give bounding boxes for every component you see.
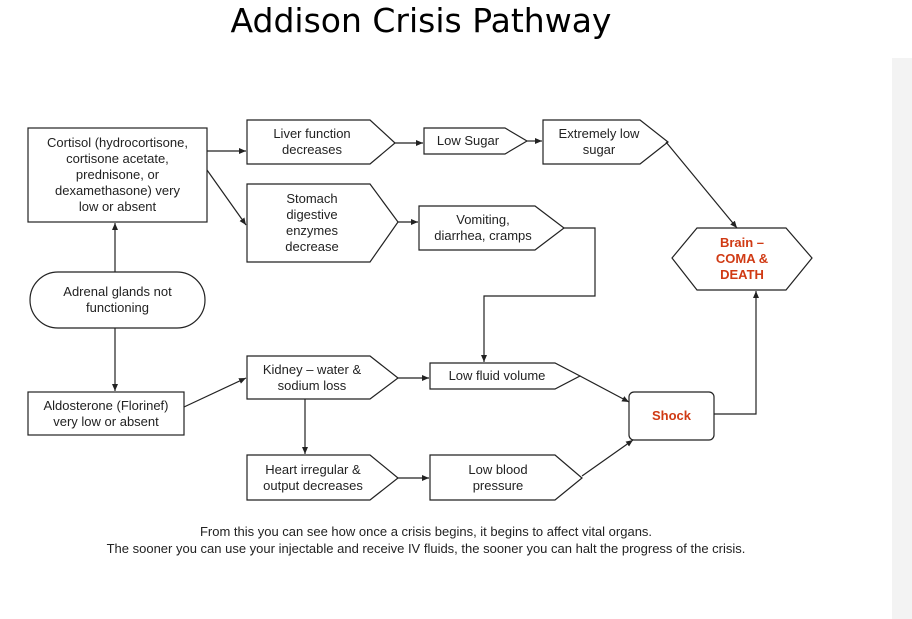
right-edge-strip (892, 58, 912, 619)
arrow-lowbp-shock (581, 439, 634, 477)
brain-label: Brain – COMA & DEATH (715, 235, 769, 282)
low-fluid-label: Low fluid volume (448, 368, 546, 383)
arrow-vomiting-lowfluid (481, 227, 596, 362)
page-title: Addison Crisis Pathway (230, 1, 612, 40)
adrenal-box (29, 271, 206, 329)
stomach-shape (246, 183, 399, 263)
heart-label: Heart irregular & output decreases (263, 461, 363, 493)
kidney-shape (246, 355, 399, 400)
heart-shape (246, 454, 399, 501)
vomiting-shape (418, 205, 565, 251)
stomach-label: Stomach digestive enzymes decrease (285, 191, 339, 254)
low-sugar-shape (423, 127, 529, 155)
shock-box (628, 391, 715, 441)
footnote-line-1: From this you can see how once a crisis … (199, 524, 653, 539)
adrenal-label: Adrenal glands not functioning (63, 284, 172, 315)
kidney-label: Kidney – water & sodium loss (262, 361, 362, 393)
shock-label: Shock (651, 408, 691, 423)
cortisol-label: Cortisol (hydrocortisone, cortisone acet… (47, 135, 188, 214)
footnote-line-2: The sooner you can use your injectable a… (106, 541, 746, 556)
aldosterone-box (27, 391, 185, 436)
aldosterone-label: Aldosterone (Florinef) very low or absen… (43, 397, 169, 429)
extreme-sugar-label: Extremely low sugar (558, 126, 640, 157)
low-bp-label: Low blood pressure (468, 461, 528, 493)
liver-label: Liver function decreases (273, 126, 351, 157)
arrow-extreme-brain (665, 141, 738, 229)
arrow-aldosterone-kidney (183, 377, 247, 408)
arrow-shock-brain (714, 291, 759, 415)
low-bp-shape (429, 454, 583, 501)
low-sugar-label: Low Sugar (436, 133, 500, 148)
arrow-cortisol-stomach (206, 169, 247, 226)
vomiting-label: Vomiting, diarrhea, cramps (434, 212, 532, 243)
extreme-sugar-shape (542, 119, 669, 165)
cortisol-box (27, 127, 208, 223)
arrow-lowfluid-shock (579, 375, 630, 403)
brain-shape (671, 227, 813, 291)
low-fluid-shape (429, 362, 582, 390)
liver-shape (246, 119, 396, 165)
